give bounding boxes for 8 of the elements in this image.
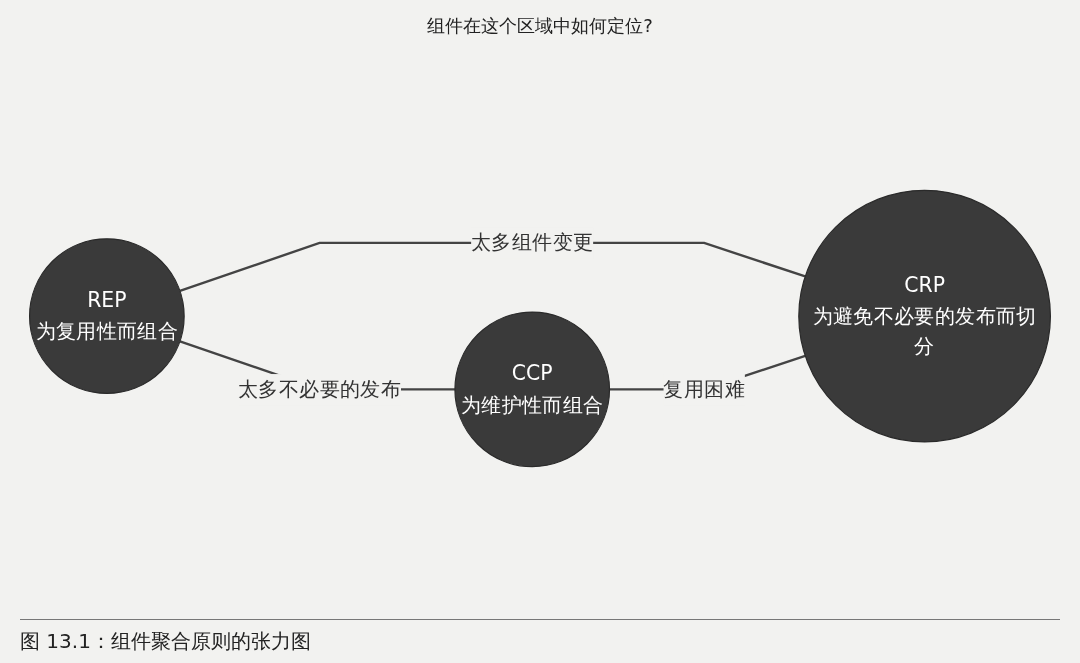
node-circle: REP 为复用性而组合 [29,238,185,395]
node-circle: CRP 为避免不必要的发布而切分 [798,189,1051,443]
edge-label: 复用困难 [663,376,745,401]
node-circle: CCP 为维护性而组合 [454,311,611,468]
figure-caption: 图 13.1：组件聚合原则的张力图 [20,628,311,655]
edge-label: 太多组件变更 [471,230,594,254]
question-note: 组件在这个区域中如何定位? [427,14,653,38]
edge-label: 太多不必要的发布 [238,376,402,401]
